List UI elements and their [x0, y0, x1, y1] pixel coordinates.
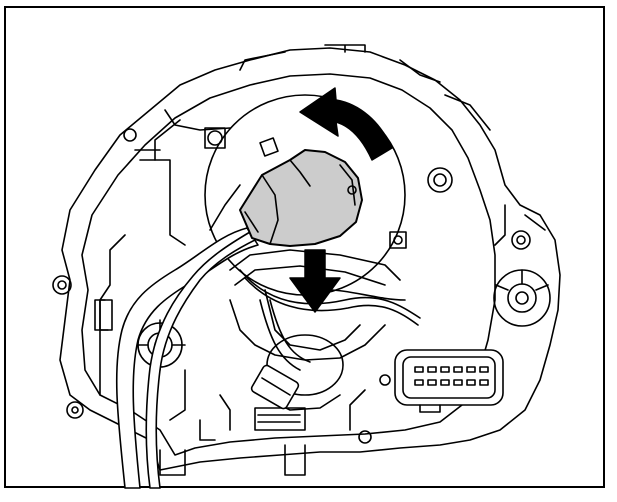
down-arrow-icon — [289, 249, 341, 313]
internal-wires — [239, 269, 421, 371]
wiring-harness — [115, 227, 259, 489]
electrical-connector — [394, 349, 504, 413]
connector-pins — [414, 366, 489, 386]
rotate-ccw-arrow-icon — [299, 87, 393, 161]
bulb-connector-cap — [239, 149, 363, 247]
wire-clip — [250, 364, 300, 410]
adjuster-screw-right — [493, 269, 551, 327]
